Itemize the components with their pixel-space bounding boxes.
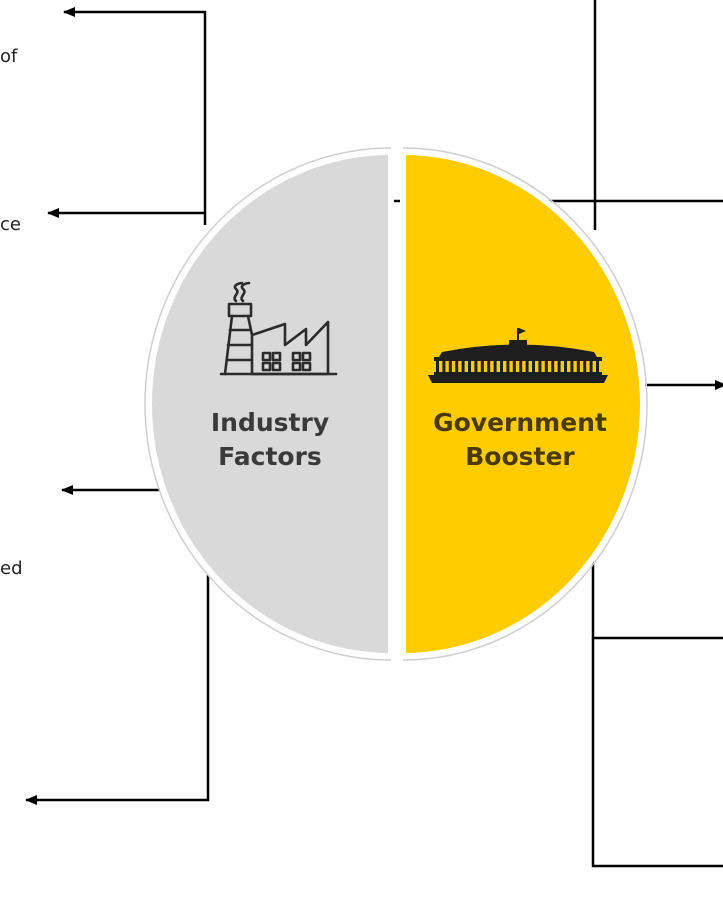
- connector-left-4: [25, 575, 210, 805]
- connector-right-4: [591, 560, 723, 640]
- right-half-circle: [400, 148, 646, 660]
- right-half-ring: [402, 147, 648, 661]
- parliament-column: [519, 361, 523, 372]
- parliament-column: [544, 361, 548, 372]
- government-label-line1: Government: [433, 408, 607, 437]
- parliament-column: [448, 361, 452, 372]
- left-text-fragment-3: ed: [0, 558, 23, 579]
- parliament-column: [461, 361, 465, 372]
- parliament-colonnade: [436, 361, 599, 372]
- left-text-fragment-2: ce: [0, 214, 21, 235]
- parliament-column: [506, 361, 510, 372]
- connector-right-5: [591, 638, 723, 868]
- left-half-circle: [146, 148, 394, 660]
- left-text-fragment-1: of: [0, 46, 18, 67]
- parliament-icon: [428, 328, 608, 383]
- parliament-column: [480, 361, 484, 372]
- parliament-column: [532, 361, 535, 372]
- left-half-ring: [144, 147, 392, 661]
- parliament-column: [583, 361, 587, 372]
- industry-label-line1: Industry: [210, 408, 330, 437]
- connector-left-1: [63, 7, 207, 225]
- parliament-column: [474, 361, 478, 372]
- factory-icon: [219, 281, 338, 376]
- parliament-column: [500, 361, 503, 372]
- parliament-column: [596, 361, 599, 372]
- parliament-column: [436, 361, 439, 372]
- parliament-column: [442, 361, 446, 372]
- parliament-column: [576, 361, 580, 372]
- industry-factors-label: Industry Factors: [160, 406, 380, 474]
- parliament-column: [468, 361, 471, 372]
- parliament-column: [557, 361, 561, 372]
- parliament-column: [551, 361, 555, 372]
- government-label-line2: Booster: [465, 442, 575, 471]
- parliament-column: [525, 361, 529, 372]
- parliament-column: [538, 361, 542, 372]
- parliament-column: [455, 361, 459, 372]
- parliament-column: [564, 361, 567, 372]
- parliament-column: [487, 361, 491, 372]
- parliament-column: [512, 361, 516, 372]
- industry-label-line2: Factors: [218, 442, 322, 471]
- parliament-column: [570, 361, 574, 372]
- parliament-column: [493, 361, 497, 372]
- parliament-column: [589, 361, 593, 372]
- government-booster-label: Government Booster: [410, 406, 630, 474]
